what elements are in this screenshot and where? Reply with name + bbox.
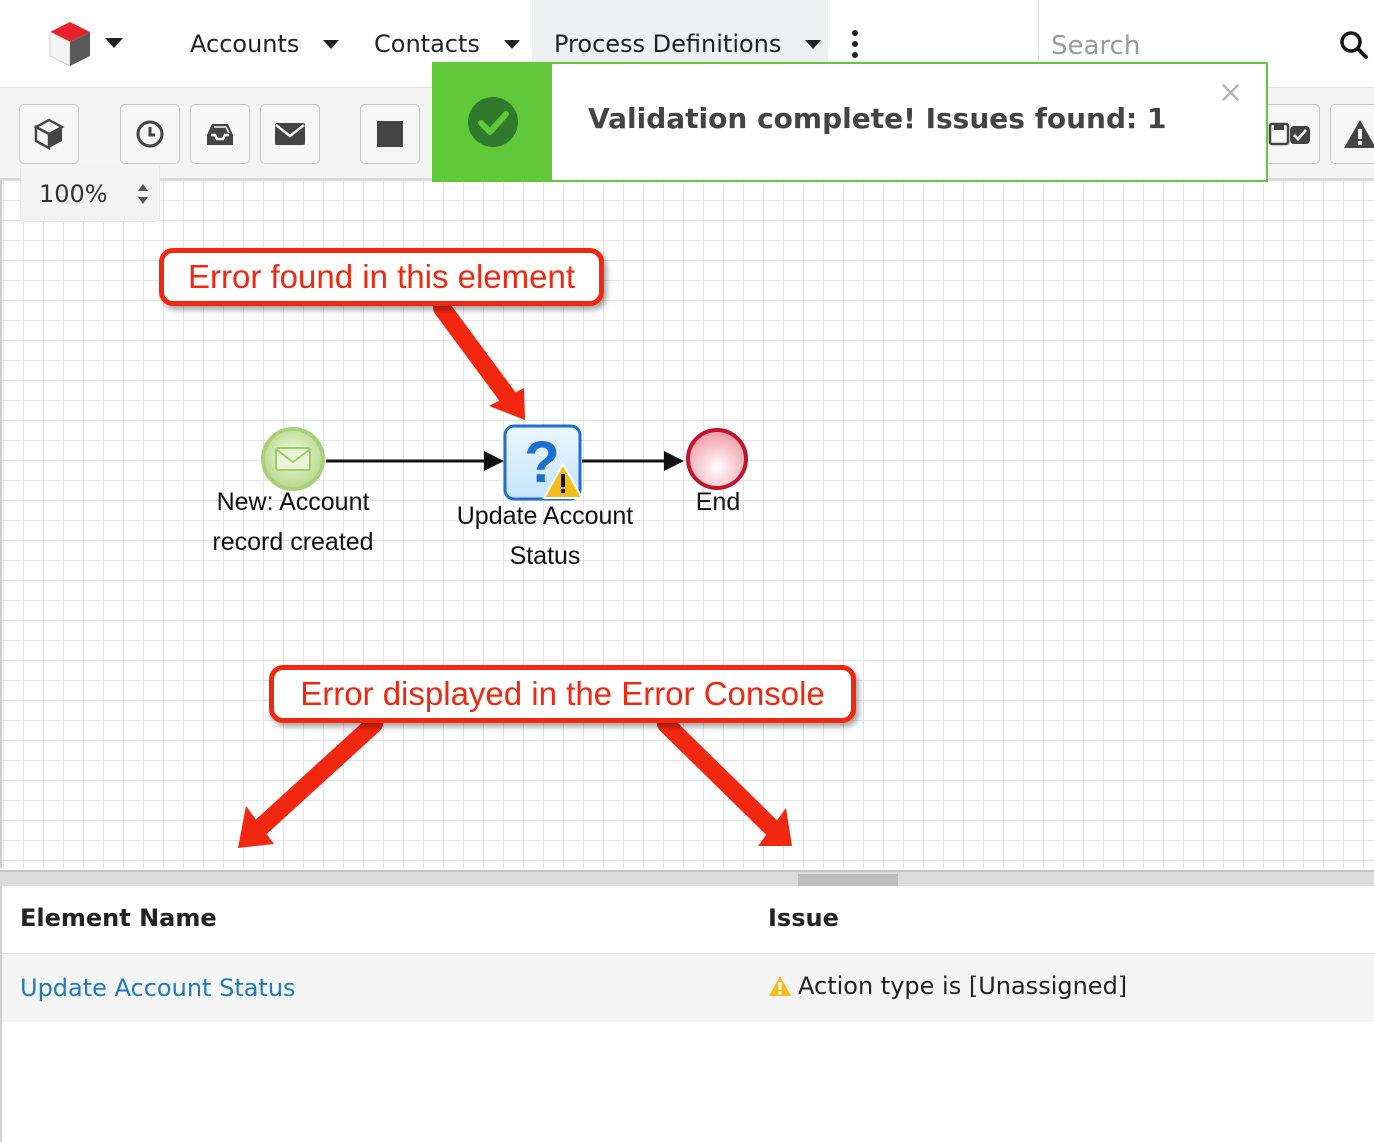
annotation-console-error: Error displayed in the Error Console xyxy=(269,665,856,723)
nav-tab-accounts[interactable]: Accounts xyxy=(168,0,358,88)
close-icon[interactable]: × xyxy=(1218,75,1244,110)
zoom-value: 100% xyxy=(39,179,108,208)
start-event-label: New: Account record created xyxy=(212,488,374,556)
process-canvas[interactable]: ? New: Account record created Up xyxy=(0,180,1374,868)
flow-arrowhead xyxy=(484,451,504,471)
inbox-icon xyxy=(207,124,233,145)
warning-icon xyxy=(1344,120,1374,148)
receive-message-button[interactable] xyxy=(190,104,250,164)
start-message-event[interactable] xyxy=(261,427,325,491)
notification-status-bar xyxy=(434,64,552,180)
search-input[interactable] xyxy=(1051,26,1321,66)
notification-message: Validation complete! Issues found: 1 xyxy=(588,102,1167,135)
top-navigation: Accounts Contacts Process Definitions xyxy=(0,0,1374,88)
warning-button[interactable] xyxy=(1330,104,1374,164)
select-arrows-icon xyxy=(138,184,148,204)
flow-arrowhead xyxy=(664,451,684,471)
task-label: Update Account Status xyxy=(456,502,634,570)
clock-icon xyxy=(136,120,164,148)
action-task-update-account-status[interactable]: ? xyxy=(503,424,584,501)
timer-event-button[interactable] xyxy=(120,104,180,164)
end-event-label: End xyxy=(695,488,741,516)
issue-text: Action type is [Unassigned] xyxy=(798,972,1128,1000)
cube-icon xyxy=(33,118,65,151)
validation-notification: Validation complete! Issues found: 1 × xyxy=(432,62,1268,182)
more-menu-icon[interactable] xyxy=(850,30,860,58)
process-diagram: ? xyxy=(238,299,792,848)
zoom-select[interactable]: 100% xyxy=(20,166,160,222)
send-message-button[interactable] xyxy=(260,104,320,164)
table-row: Update Account Status Action type is [Un… xyxy=(2,954,1374,1022)
logo-menu-chevron-down-icon[interactable] xyxy=(105,38,123,48)
nav-tab-contacts[interactable]: Contacts xyxy=(352,0,530,88)
nav-tab-label: Accounts xyxy=(190,30,300,58)
console-resize-divider[interactable] xyxy=(0,870,1374,886)
column-header-issue: Issue xyxy=(768,904,839,932)
resize-handle[interactable] xyxy=(798,874,898,886)
element-name-link[interactable]: Update Account Status xyxy=(20,974,296,1002)
chevron-down-icon[interactable] xyxy=(323,39,340,49)
square-icon xyxy=(377,121,403,147)
warning-icon xyxy=(769,976,791,996)
sugar-cube-logo-icon[interactable] xyxy=(44,20,96,68)
annotation-element-error: Error found in this element xyxy=(159,248,604,306)
chevron-down-icon[interactable] xyxy=(805,39,822,49)
activity-button[interactable] xyxy=(360,104,420,164)
check-circle-icon xyxy=(468,97,518,147)
envelope-icon xyxy=(275,123,305,145)
annotation-arrow-to-console-left xyxy=(238,715,383,848)
nav-tab-label: Contacts xyxy=(374,30,480,58)
annotation-arrow-to-console-right xyxy=(657,715,792,846)
save-validate-icon xyxy=(1268,122,1310,146)
issue-cell: Action type is [Unassigned] xyxy=(768,972,1127,1000)
annotation-arrow-to-task xyxy=(433,299,525,420)
nav-tab-label: Process Definitions xyxy=(554,30,782,58)
console-header-row: Element Name Issue xyxy=(2,886,1374,954)
warning-badge-icon xyxy=(542,461,584,499)
save-validate-button[interactable] xyxy=(1260,104,1320,164)
search-icon[interactable] xyxy=(1339,30,1369,60)
global-search xyxy=(1038,0,1374,88)
end-event[interactable] xyxy=(686,428,748,490)
column-header-element-name: Element Name xyxy=(20,904,217,932)
chevron-down-icon[interactable] xyxy=(503,39,520,49)
error-console: Element Name Issue Update Account Status… xyxy=(0,886,1374,1142)
cube-toolbar-button[interactable] xyxy=(19,104,79,164)
